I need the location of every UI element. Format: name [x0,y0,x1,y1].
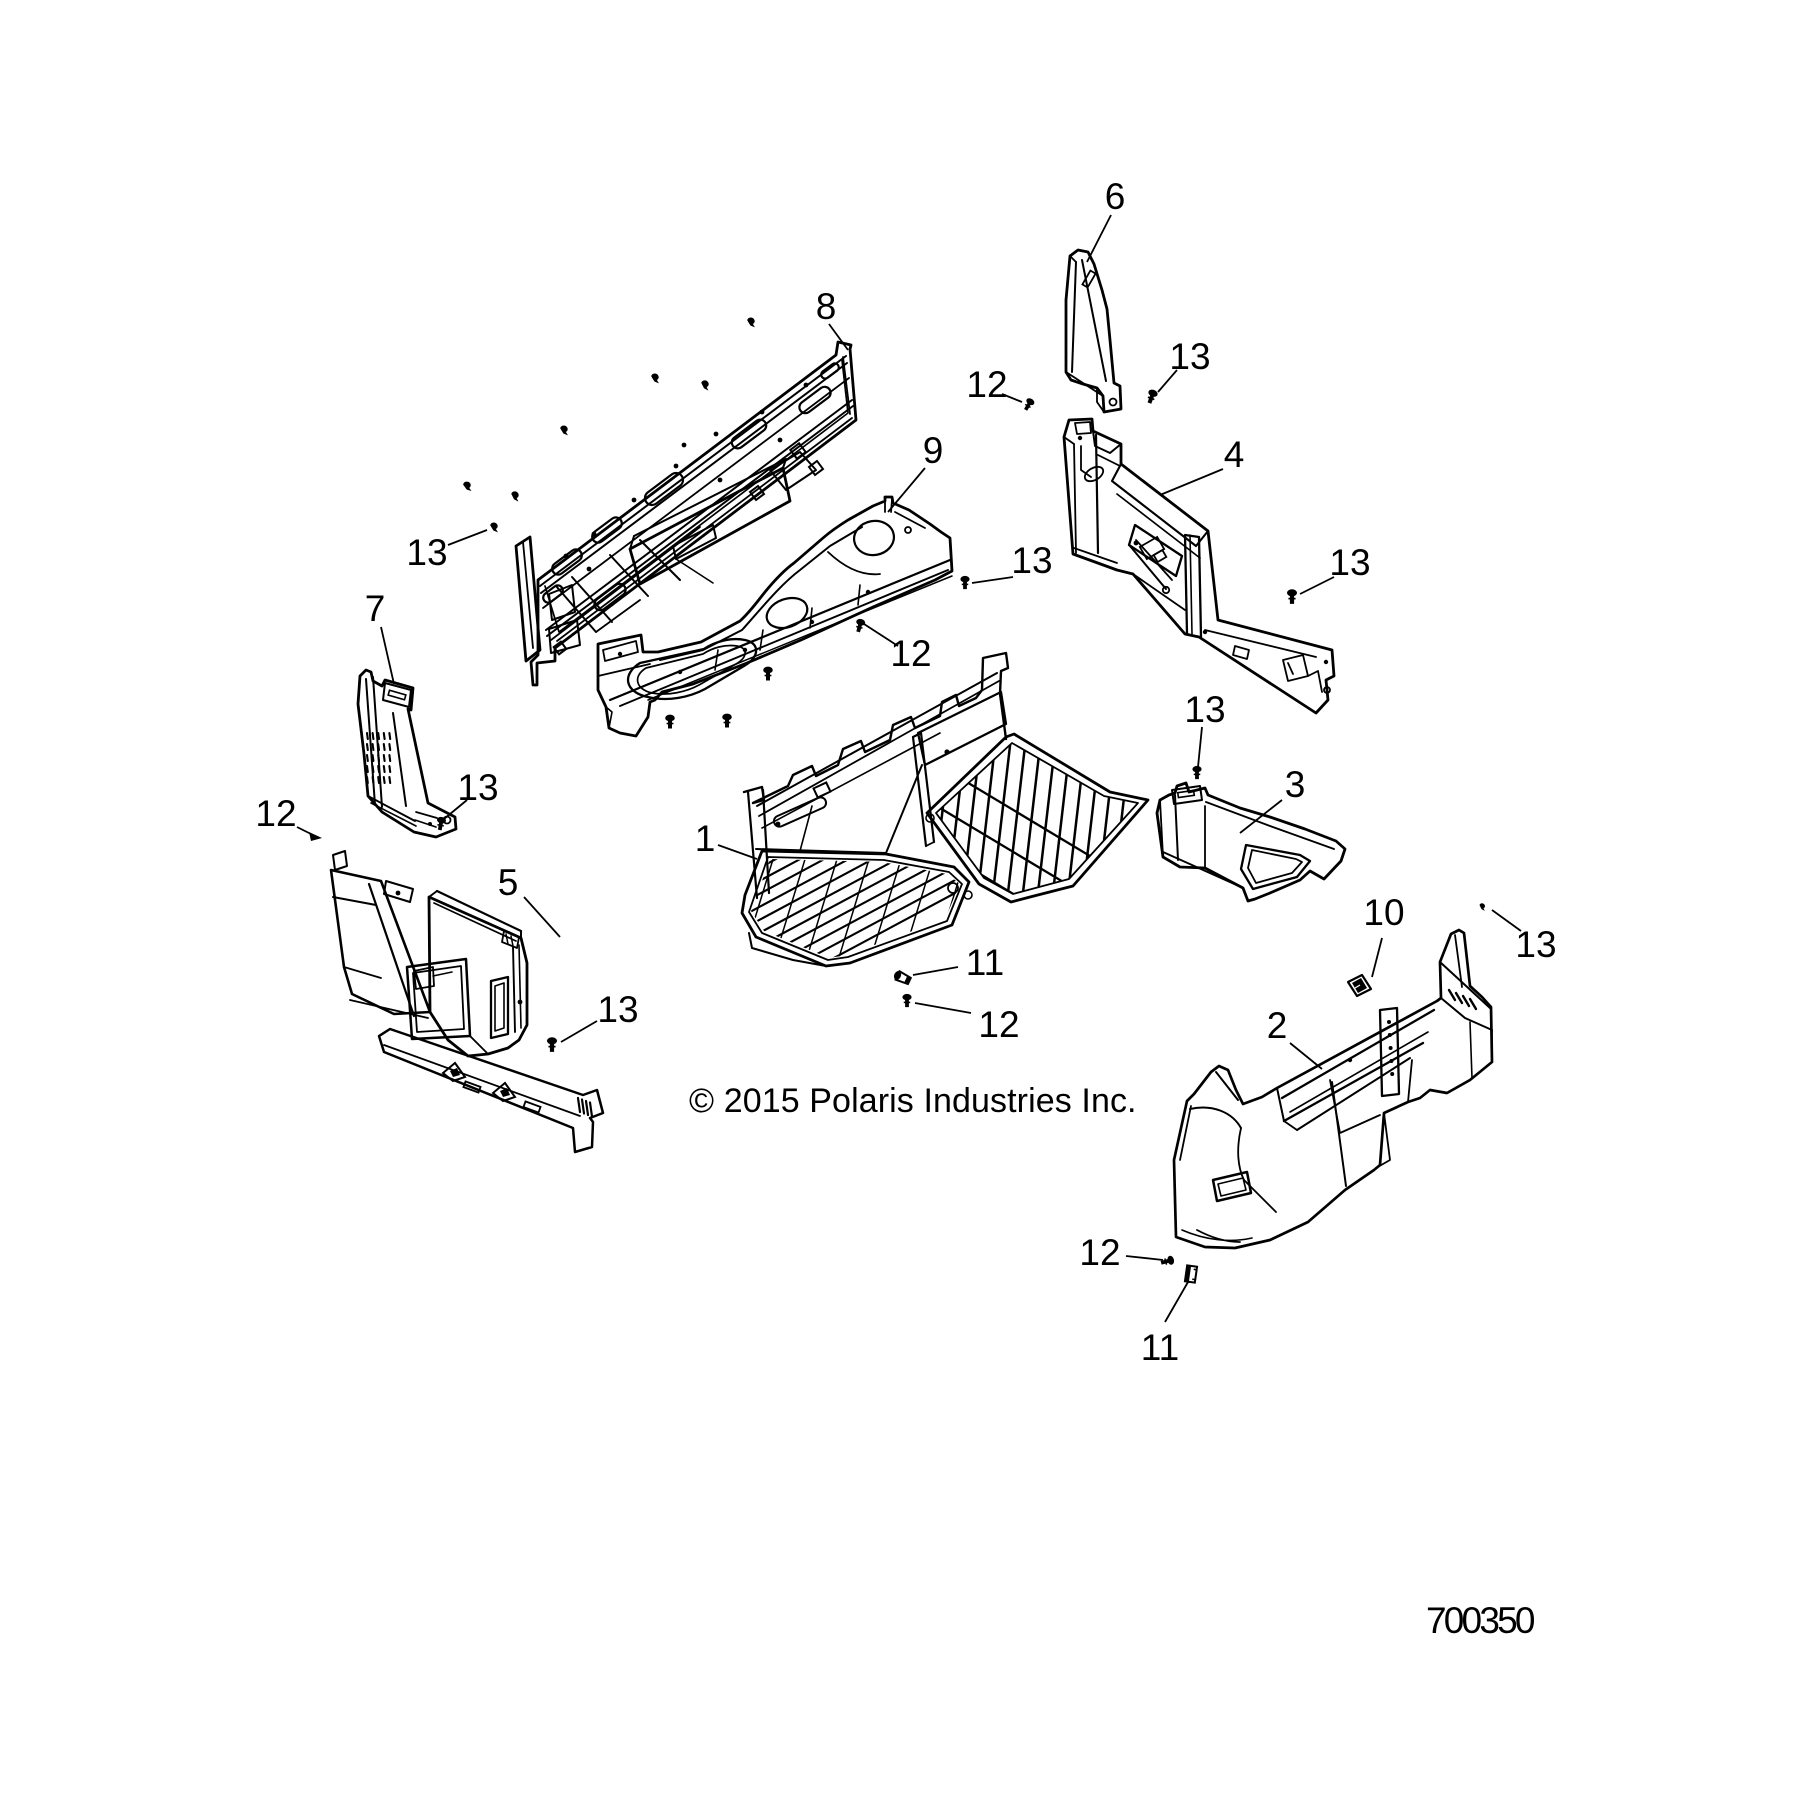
svg-text:700350: 700350 [1426,1600,1535,1641]
svg-text:13: 13 [1329,542,1370,583]
svg-text:9: 9 [923,430,944,471]
svg-text:1: 1 [695,818,716,859]
svg-text:13: 13 [457,767,498,808]
svg-text:5: 5 [498,862,519,903]
svg-text:8: 8 [816,286,837,327]
svg-text:12: 12 [1079,1232,1120,1273]
svg-text:13: 13 [1515,924,1556,965]
svg-text:13: 13 [406,532,447,573]
svg-text:12: 12 [978,1004,1019,1045]
svg-text:11: 11 [1141,1327,1179,1368]
svg-text:11: 11 [966,942,1004,983]
svg-text:12: 12 [890,633,931,674]
svg-text:3: 3 [1285,764,1306,805]
svg-text:13: 13 [1184,689,1225,730]
svg-text:4: 4 [1224,434,1245,475]
svg-text:2: 2 [1267,1005,1288,1046]
svg-text:13: 13 [1169,336,1210,377]
svg-text:6: 6 [1105,176,1126,217]
svg-text:13: 13 [1011,540,1052,581]
svg-text:13: 13 [597,989,638,1030]
svg-text:12: 12 [255,793,296,834]
svg-text:© 2015 Polaris Industries Inc.: © 2015 Polaris Industries Inc. [689,1082,1137,1120]
svg-text:10: 10 [1363,892,1404,933]
svg-text:12: 12 [966,364,1007,405]
svg-text:7: 7 [365,588,386,629]
